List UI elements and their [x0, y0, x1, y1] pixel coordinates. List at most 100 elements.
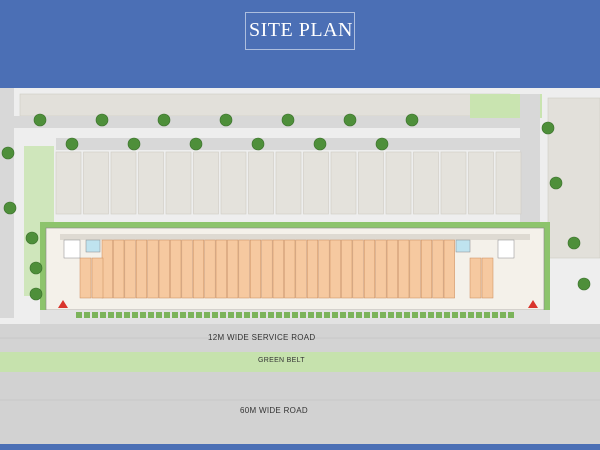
shop-unit [238, 239, 250, 299]
green-belt-label: GREEN BELT [258, 357, 305, 364]
residential-plot [330, 151, 357, 215]
hedge [348, 312, 354, 318]
hedge [236, 312, 242, 318]
shop-unit [420, 239, 433, 299]
hedge [508, 312, 514, 318]
shop-unit [318, 239, 330, 299]
hedge [204, 312, 210, 318]
shop-unit [91, 257, 104, 299]
residential-plot [303, 151, 329, 215]
hedge [332, 312, 338, 318]
lift-right [455, 239, 471, 253]
hedge [308, 312, 314, 318]
page-title: SITE PLAN [249, 19, 353, 41]
hedge [284, 312, 290, 318]
residential-plot [468, 151, 494, 215]
hedge [316, 312, 322, 318]
shop-unit [249, 239, 262, 299]
residential-plot [495, 151, 522, 215]
hedge [84, 312, 90, 318]
shop-unit [101, 239, 113, 299]
residential-plot [138, 151, 164, 215]
hedge [500, 312, 506, 318]
shop-unit [432, 239, 444, 299]
tree [567, 236, 581, 250]
hedge [460, 312, 466, 318]
shop-unit [272, 239, 284, 299]
shop-unit [170, 239, 182, 299]
shop-unit [398, 239, 410, 299]
hedge [228, 312, 234, 318]
shop-unit [409, 239, 421, 299]
main-road [0, 372, 600, 444]
hedge [356, 312, 362, 318]
shop-unit [295, 239, 307, 299]
residential-plot [275, 151, 302, 215]
core-block-right [497, 239, 515, 259]
front-hedges [76, 312, 514, 318]
shop-unit [204, 239, 216, 299]
title-frame: SITE PLAN [245, 12, 355, 50]
hedge [148, 312, 154, 318]
residential-plot [248, 151, 274, 215]
residential-plot [440, 151, 467, 215]
shop-unit [215, 239, 227, 299]
header-banner: SITE PLAN [0, 0, 600, 88]
entry-marker-left [58, 300, 68, 308]
shop-unit [113, 239, 125, 299]
residential-plot [220, 151, 247, 215]
hedge [300, 312, 306, 318]
hedge [124, 312, 130, 318]
tree [405, 113, 419, 127]
site-plan-map: 12M WIDE SERVICE ROAD GREEN BELT 60M WID… [0, 88, 600, 444]
hedge [340, 312, 346, 318]
shop-unit [284, 239, 296, 299]
tree [157, 113, 171, 127]
residential-plot [385, 151, 412, 215]
internal-road-top [0, 116, 540, 128]
lift-left [85, 239, 101, 253]
hedge [420, 312, 426, 318]
hedge [244, 312, 250, 318]
hedge [452, 312, 458, 318]
hedge [220, 312, 226, 318]
shop-unit [79, 257, 92, 299]
shop-unit [363, 239, 376, 299]
main-road-label: 60M WIDE ROAD [240, 406, 308, 415]
top-plots-row [19, 93, 511, 117]
footer-bar [0, 444, 600, 450]
hedge [444, 312, 450, 318]
tree [219, 113, 233, 127]
tree [189, 137, 203, 151]
green-belt [0, 352, 600, 372]
hedge [116, 312, 122, 318]
shop-unit [124, 239, 136, 299]
residential-plot [110, 151, 137, 215]
hedge [100, 312, 106, 318]
tree [549, 176, 563, 190]
shop-unit [386, 239, 398, 299]
tree [281, 113, 295, 127]
tree [29, 287, 43, 301]
hedge [92, 312, 98, 318]
hedge [404, 312, 410, 318]
residential-plot [55, 151, 82, 215]
hedge [188, 312, 194, 318]
hedge [212, 312, 218, 318]
hedge [324, 312, 330, 318]
hedge [428, 312, 434, 318]
hedge [156, 312, 162, 318]
residential-plot [83, 151, 109, 215]
tree [3, 201, 17, 215]
tree [251, 137, 265, 151]
residential-plot [165, 151, 192, 215]
service-road-label: 12M WIDE SERVICE ROAD [208, 333, 316, 342]
shop-unit [341, 239, 353, 299]
tree [313, 137, 327, 151]
hedge [412, 312, 418, 318]
hedge [172, 312, 178, 318]
hedge [492, 312, 498, 318]
hedge [468, 312, 474, 318]
hedge [476, 312, 482, 318]
residential-plot [413, 151, 439, 215]
